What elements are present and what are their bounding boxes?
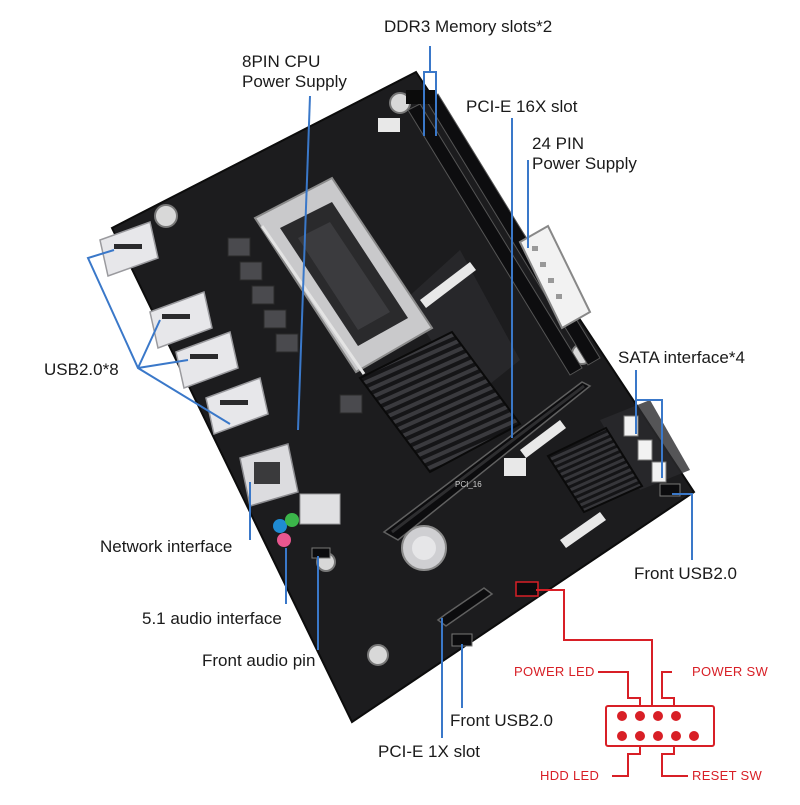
board-white-graphic [520,420,566,458]
board-white-graphic [420,262,476,308]
board-white-graphic [560,512,606,548]
label-8pin-cpu-line1: 8PIN CPU [242,52,321,71]
label-51-audio: 5.1 audio interface [142,609,282,628]
label-hdd-led: HDD LED [540,768,600,783]
cmos-battery-center [412,536,436,560]
socket-lever [260,225,366,375]
label-front-usb-bottom: Front USB2.0 [450,711,553,730]
chipset-heatsink-large [358,330,522,474]
cpu-socket-pad [298,222,390,330]
pcie1-slot [436,587,494,627]
mounting-hole [154,204,178,228]
board-chip [504,458,526,476]
board-chip [378,118,400,132]
mounting-hole [367,644,389,666]
leader-lines [86,46,693,738]
network-port-jack [254,462,280,484]
label-power-sw: POWER SW [692,664,769,679]
audio-jacks [273,493,341,547]
pci-silkscreen: PCI_16 [455,480,482,489]
vrm-chokes [227,237,363,414]
label-network-interface: Network interface [100,537,233,556]
usb-port-slots [114,244,248,405]
label-ddr3-memory-slots: DDR3 Memory slots*2 [384,17,553,36]
label-24pin-line2: Power Supply [532,154,637,173]
label-power-led: POWER LED [514,664,595,679]
pin24-holes [532,246,562,299]
label-usb20-rear: USB2.0*8 [44,360,119,379]
label-sata-interface: SATA interface*4 [618,348,745,367]
ddr3-slot-1 [407,103,583,376]
label-front-audio-pin: Front audio pin [202,651,316,670]
front-panel-header [515,581,539,597]
sata-ports [623,415,667,483]
label-pcie1-slot: PCI-E 1X slot [378,742,481,761]
ddr3-latch [406,90,436,104]
front-panel-pins [617,711,699,741]
pcie16-slot-inner [391,384,585,534]
label-8pin-cpu-line2: Power Supply [242,72,347,91]
label-24pin-line1: 24 PIN [532,134,584,153]
label-pcie16-slot: PCI-E 16X slot [466,97,578,116]
board-stripe [405,250,520,400]
front-panel-callout [536,589,715,777]
label-front-usb-right: Front USB2.0 [634,564,737,583]
chipset-heatsink-small [546,426,644,514]
label-reset-sw: RESET SW [692,768,763,783]
front-audio-header [311,547,331,559]
pin24-connector [518,224,592,330]
